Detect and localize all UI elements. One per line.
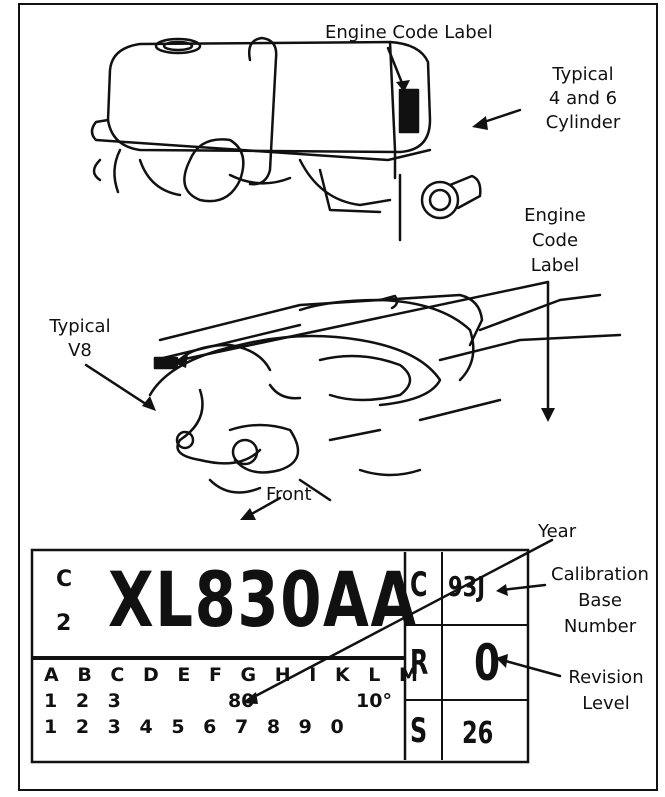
code-label-panel [30,548,530,764]
label-top-letter: C [56,567,73,592]
engine-code-label-right-1: Engine [524,205,586,226]
engine-code: XL830AA [108,555,418,644]
calibration-label-3: Number [563,616,637,637]
pointer-v8-label [178,280,550,362]
pointer-revision [500,658,562,678]
typical-4-6-label-3: Cylinder [545,112,621,133]
typical-4-6-label-1: Typical [552,64,614,85]
pointer-front [246,496,282,518]
side-c-letter: C [410,565,428,605]
side-s-value: 26 [462,716,494,751]
engine-code-label-top: Engine Code Label [325,22,493,43]
calibration-label-1: Calibration [551,564,649,585]
pointer-calibration [500,583,547,592]
typical-v8-label-1: Typical [49,316,111,337]
revision-level-value: 0 [474,634,501,692]
engine-code-label-right-3: Label [530,255,580,276]
revision-label-1: Revision [568,667,644,688]
engine-code-label-right-2: Code [531,230,579,251]
page-border [18,3,658,791]
pointer-year [246,538,554,702]
inline-engine-drawing [90,36,482,242]
label-top-digit: 2 [56,611,72,636]
label-row-2: 1 2 3 4 5 6 7 8 9 0 [44,716,350,738]
label-letter-row: A B C D E F G H I K L M [44,664,424,686]
label-row-1-mid: 80 [228,690,255,712]
front-label: Front [266,484,312,505]
label-row-1: 1 2 3 [44,690,127,712]
calibration-label-2: Base [578,590,622,611]
year-label: Year [538,521,577,542]
calibration-base-number: 93J [448,570,486,603]
label-row-1-right: 10° [356,690,392,712]
revision-label-2: Level [582,693,630,714]
side-s-letter: S [410,711,428,751]
typical-4-6-label-2: 4 and 6 [548,88,618,109]
typical-v8-label-2: V8 [68,340,92,361]
v8-engine-drawing [148,293,622,502]
side-r-letter: R [410,643,429,683]
pointer-typical-v8 [84,363,154,410]
